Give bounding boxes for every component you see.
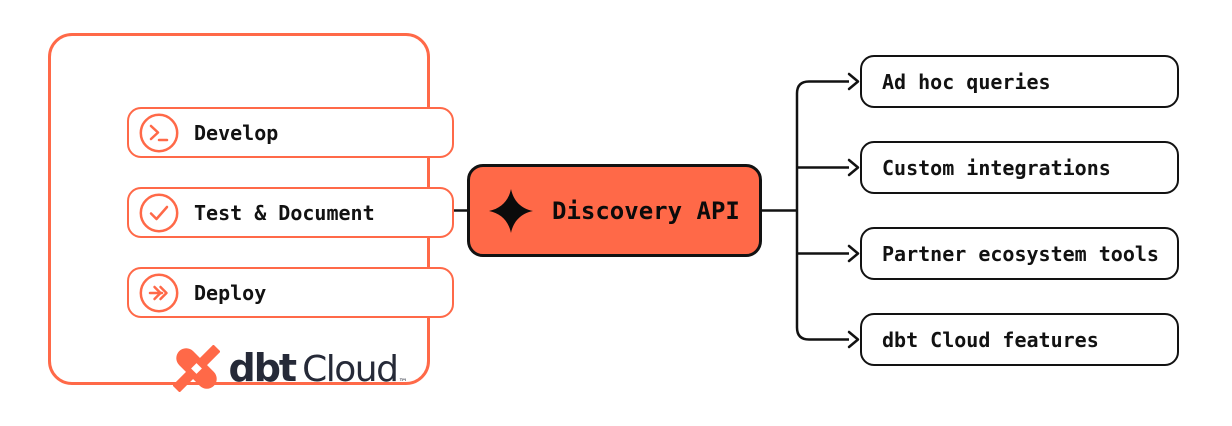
stage-develop: Develop xyxy=(127,107,454,158)
arrowhead-4 xyxy=(847,330,860,349)
stage-label: Develop xyxy=(194,120,279,145)
consumer-label: dbt Cloud features xyxy=(882,327,1099,352)
logo-brand-text: dbt xyxy=(228,345,298,390)
arrowhead-3 xyxy=(847,244,860,263)
discovery-api-label: Discovery API xyxy=(552,196,740,225)
consumer-partner-ecosystem-tools: Partner ecosystem tools xyxy=(860,227,1179,280)
consumer-ad-hoc-queries: Ad hoc queries xyxy=(860,55,1179,108)
wire-trunk xyxy=(795,80,849,341)
deploy-arrow-icon xyxy=(139,273,179,312)
stage-deploy: Deploy xyxy=(127,267,454,318)
discovery-api-node: Discovery API xyxy=(467,164,762,257)
check-circle-icon xyxy=(139,193,179,232)
stage-label: Deploy xyxy=(194,280,267,305)
trademark-symbol: ™ xyxy=(398,377,408,388)
consumer-custom-integrations: Custom integrations xyxy=(860,141,1179,194)
stage-test-document: Test & Document xyxy=(127,187,454,238)
arrowhead-1 xyxy=(847,72,860,91)
consumer-label: Partner ecosystem tools xyxy=(882,241,1159,266)
consumer-label: Ad hoc queries xyxy=(882,69,1051,94)
consumer-dbt-cloud-features: dbt Cloud features xyxy=(860,313,1179,366)
arrowhead-2 xyxy=(847,158,860,177)
consumer-label: Custom integrations xyxy=(882,155,1111,180)
dbt-cloud-panel: Develop Test & Document Deploy xyxy=(48,33,454,392)
stage-label: Test & Document xyxy=(194,200,375,225)
terminal-prompt-icon xyxy=(139,113,179,152)
dbt-cloud-logo: dbt Cloud ™ xyxy=(99,342,481,394)
dbt-cloud-wordmark: dbt Cloud ™ xyxy=(229,349,408,388)
logo-product-text: Cloud xyxy=(302,348,399,390)
dbt-logo-icon xyxy=(172,344,220,392)
sparkle-icon xyxy=(489,188,533,233)
